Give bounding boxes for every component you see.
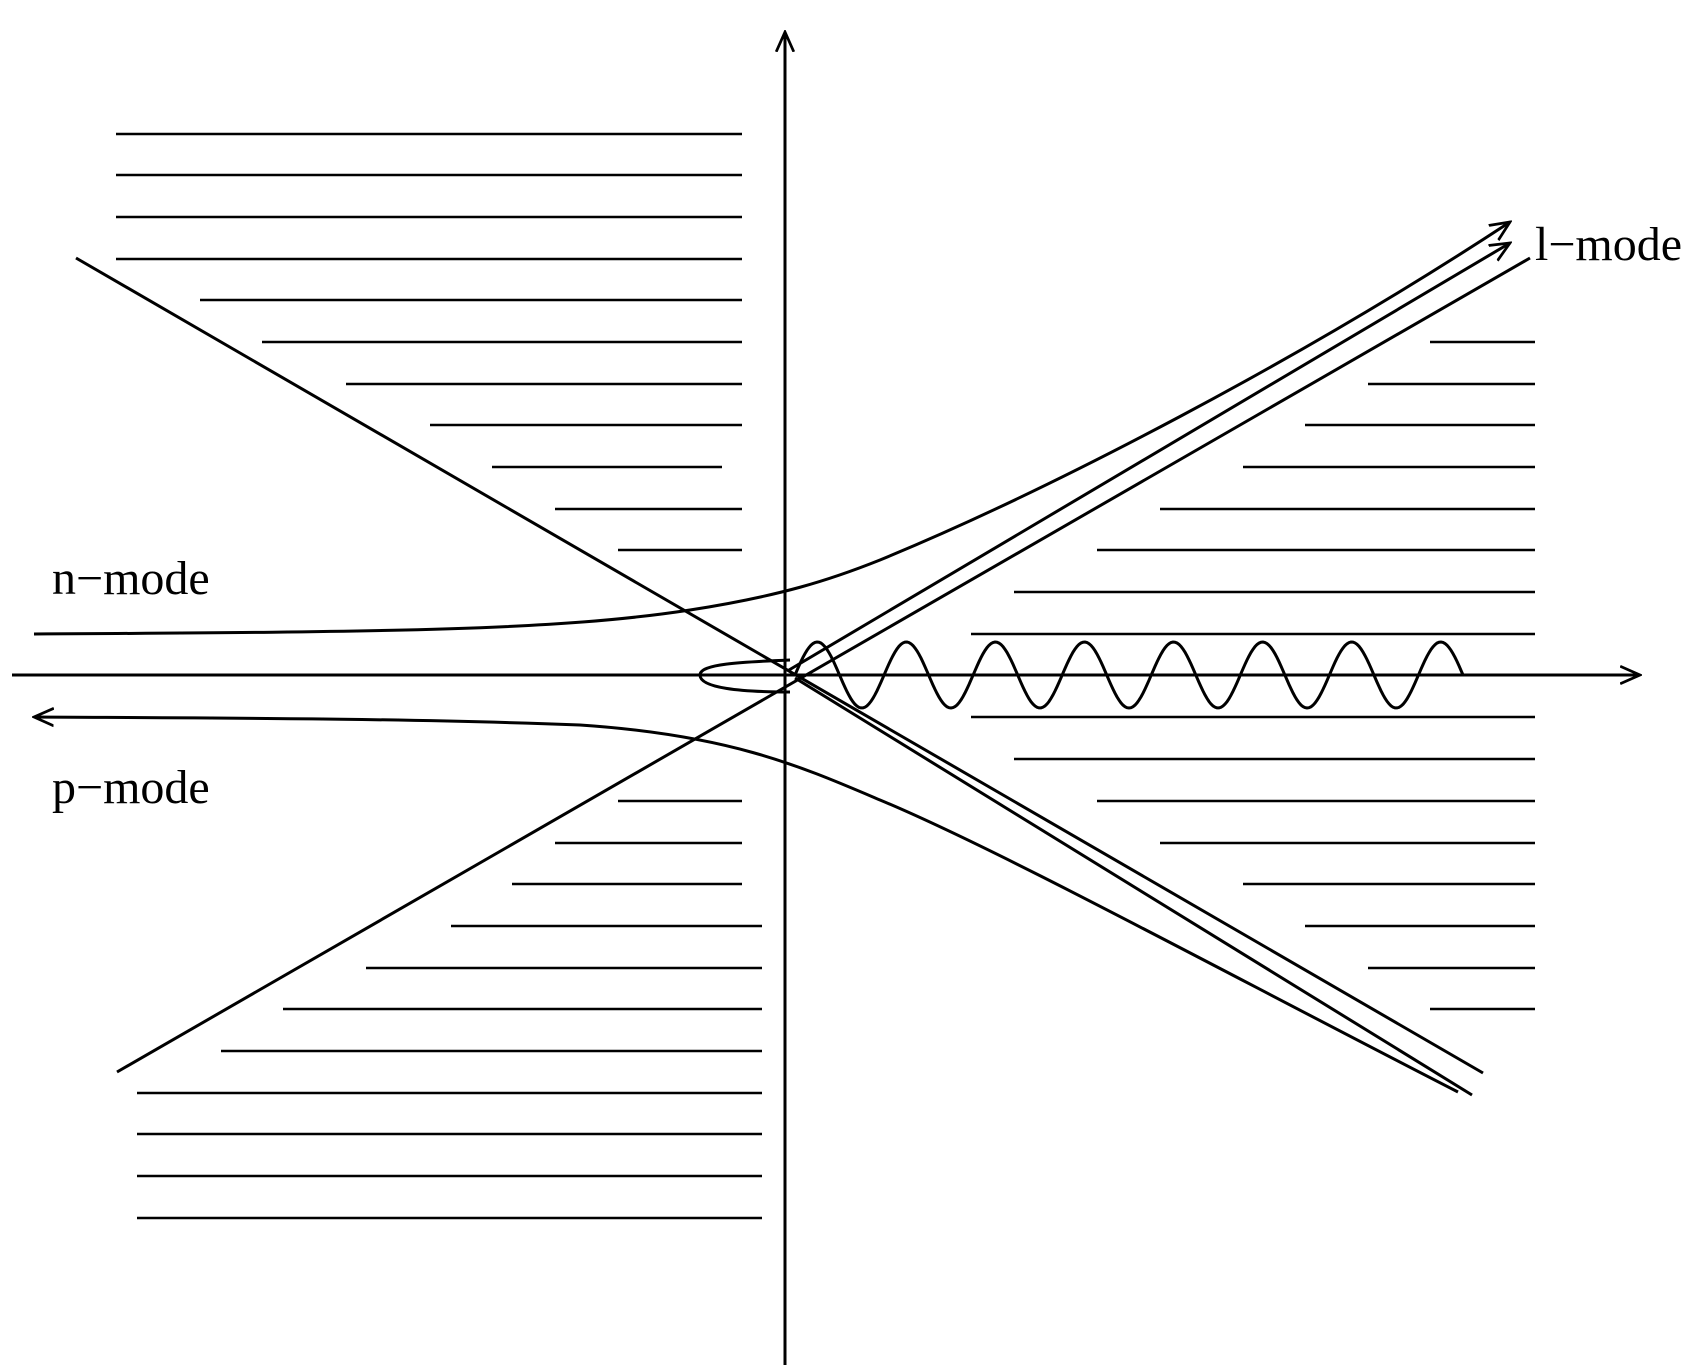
hatched-region-upper-left	[116, 132, 742, 552]
diagonal-line-descending	[75, 256, 1484, 1075]
p-mode-label: p−mode	[52, 761, 210, 814]
wave-oscillation	[793, 640, 1465, 710]
n-mode-curve	[33, 222, 1510, 636]
diagonal-line-ascending	[116, 256, 1531, 1074]
l-mode-ray-inner	[788, 243, 1510, 672]
hatched-region-lower-left	[137, 799, 762, 1220]
turning-loop	[698, 658, 791, 694]
l-mode-ray-lower	[794, 676, 1473, 1097]
l-mode-label: l−mode	[1535, 218, 1682, 271]
n-mode-label: n−mode	[52, 552, 210, 605]
p-mode-curve	[34, 717, 1459, 1094]
hatched-region-right	[971, 340, 1535, 1011]
